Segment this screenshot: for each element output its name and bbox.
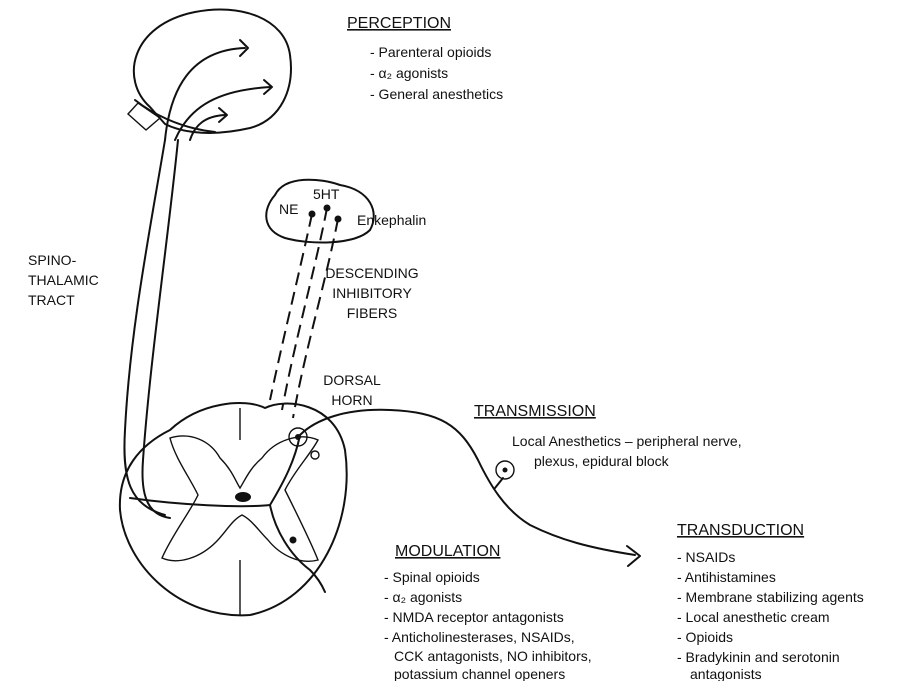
transduction-item: - NSAIDs — [677, 549, 735, 565]
transduction-item: - Membrane stabilizing agents — [677, 589, 864, 605]
enkephalin-label: Enkephalin — [357, 212, 426, 228]
tract-label: SPINO- — [28, 252, 77, 268]
perception-item: - General anesthetics — [370, 86, 503, 102]
transduction-item: - Antihistamines — [677, 569, 776, 585]
dorsal-horn-label: HORN — [331, 392, 372, 408]
transduction-item: antagonists — [690, 666, 762, 681]
transduction-item: - Bradykinin and serotonin — [677, 649, 840, 665]
dorsal-horn-label: DORSAL — [323, 372, 381, 388]
transduction-heading: TRANSDUCTION — [677, 522, 804, 539]
modulation-item: - Anticholinesterases, NSAIDs, — [384, 629, 575, 645]
modulation-item: CCK antagonists, NO inhibitors, — [394, 648, 592, 664]
tract-label: THALAMIC — [28, 272, 99, 288]
tract-label: TRACT — [28, 292, 75, 308]
descending-label: DESCENDING — [325, 265, 418, 281]
modulation-item: - α₂ agonists — [384, 589, 462, 605]
transduction-item: - Local anesthetic cream — [677, 609, 830, 625]
5ht-label: 5HT — [313, 186, 340, 202]
perception-item: - Parenteral opioids — [370, 44, 491, 60]
perception-item: - α₂ agonists — [370, 65, 448, 81]
thalamus-hatched-region — [128, 103, 160, 130]
transmission-item: plexus, epidural block — [534, 453, 670, 469]
ne-label: NE — [279, 201, 298, 217]
transduction-item: - Opioids — [677, 629, 733, 645]
modulation-item: - NMDA receptor antagonists — [384, 609, 564, 625]
transmission-heading: TRANSMISSION — [474, 403, 596, 420]
descending-label: FIBERS — [347, 305, 398, 321]
modulation-item: - Spinal opioids — [384, 569, 480, 585]
perception-heading: PERCEPTION — [347, 15, 451, 32]
central-canal — [235, 492, 251, 502]
modulation-item: potassium channel openers — [394, 666, 565, 681]
transmission-item: Local Anesthetics – peripheral nerve, — [512, 433, 742, 449]
modulation-heading: MODULATION — [395, 543, 500, 560]
descending-label: INHIBITORY — [332, 285, 412, 301]
brain-cortex — [128, 9, 291, 132]
